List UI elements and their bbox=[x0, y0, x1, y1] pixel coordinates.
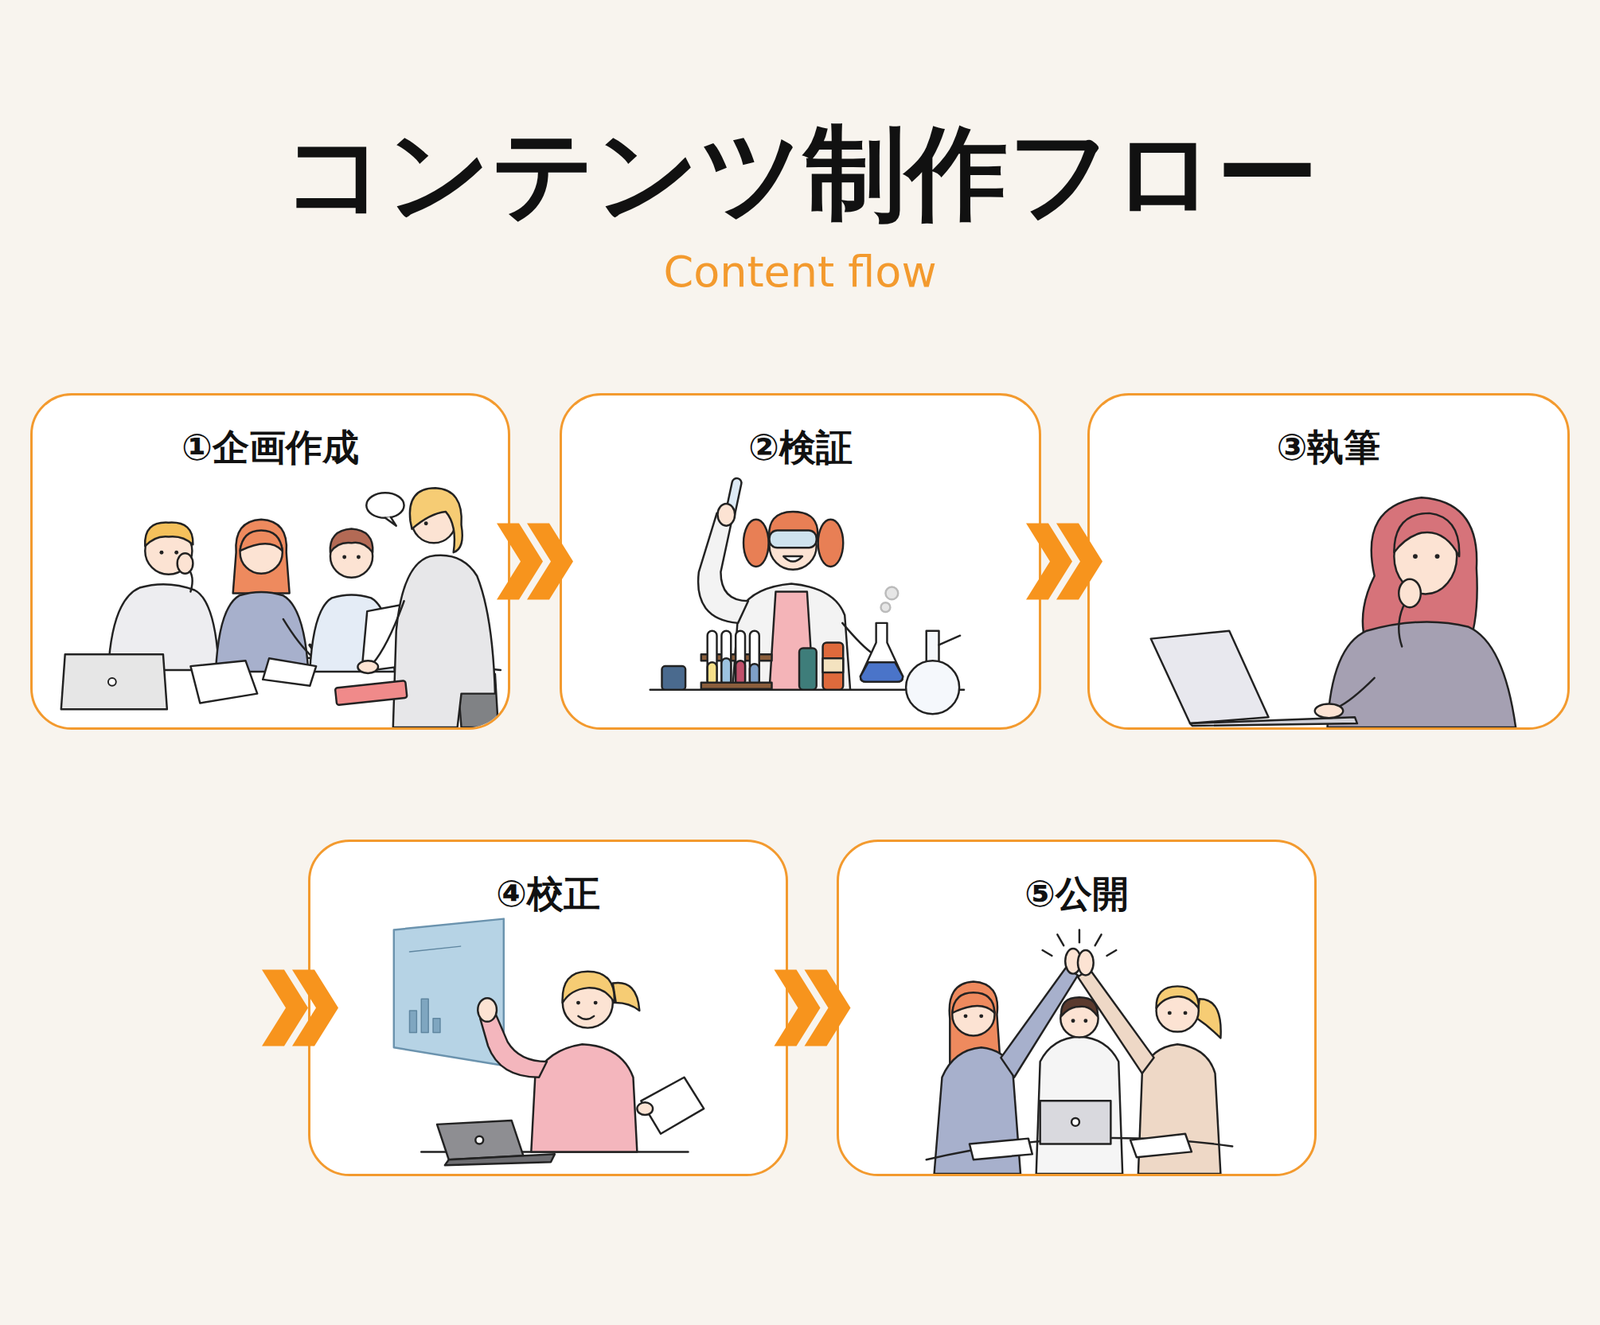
process-box: ②検証 bbox=[559, 393, 1042, 730]
subtitle: Content flow bbox=[0, 246, 1600, 299]
process-box: ③執筆 bbox=[1087, 393, 1570, 730]
chevron bbox=[292, 970, 339, 1047]
step-heading: ④校正 bbox=[495, 872, 601, 917]
step-heading: ③執筆 bbox=[1276, 425, 1382, 470]
page-title: コンテンツ制作フロー bbox=[0, 112, 1600, 235]
process-box: ④校正 bbox=[308, 839, 789, 1177]
process-box: ①企画作成 bbox=[30, 393, 511, 730]
step-heading: ①企画作成 bbox=[181, 425, 360, 470]
chevron bbox=[261, 970, 309, 1047]
flow-arrow bbox=[261, 970, 339, 1047]
chevron bbox=[804, 970, 851, 1047]
chevron bbox=[1026, 523, 1073, 601]
flow-arrow bbox=[774, 970, 851, 1047]
step-heading: ⑤公開 bbox=[1024, 872, 1129, 917]
process-box: ⑤公開 bbox=[836, 839, 1317, 1177]
step-heading: ②検証 bbox=[748, 425, 853, 470]
flow-arrow bbox=[496, 523, 574, 601]
flow-arrow bbox=[1026, 523, 1103, 601]
chevron bbox=[526, 523, 574, 601]
chevron bbox=[1056, 523, 1103, 601]
chevron bbox=[774, 970, 821, 1047]
chevron bbox=[496, 523, 543, 601]
